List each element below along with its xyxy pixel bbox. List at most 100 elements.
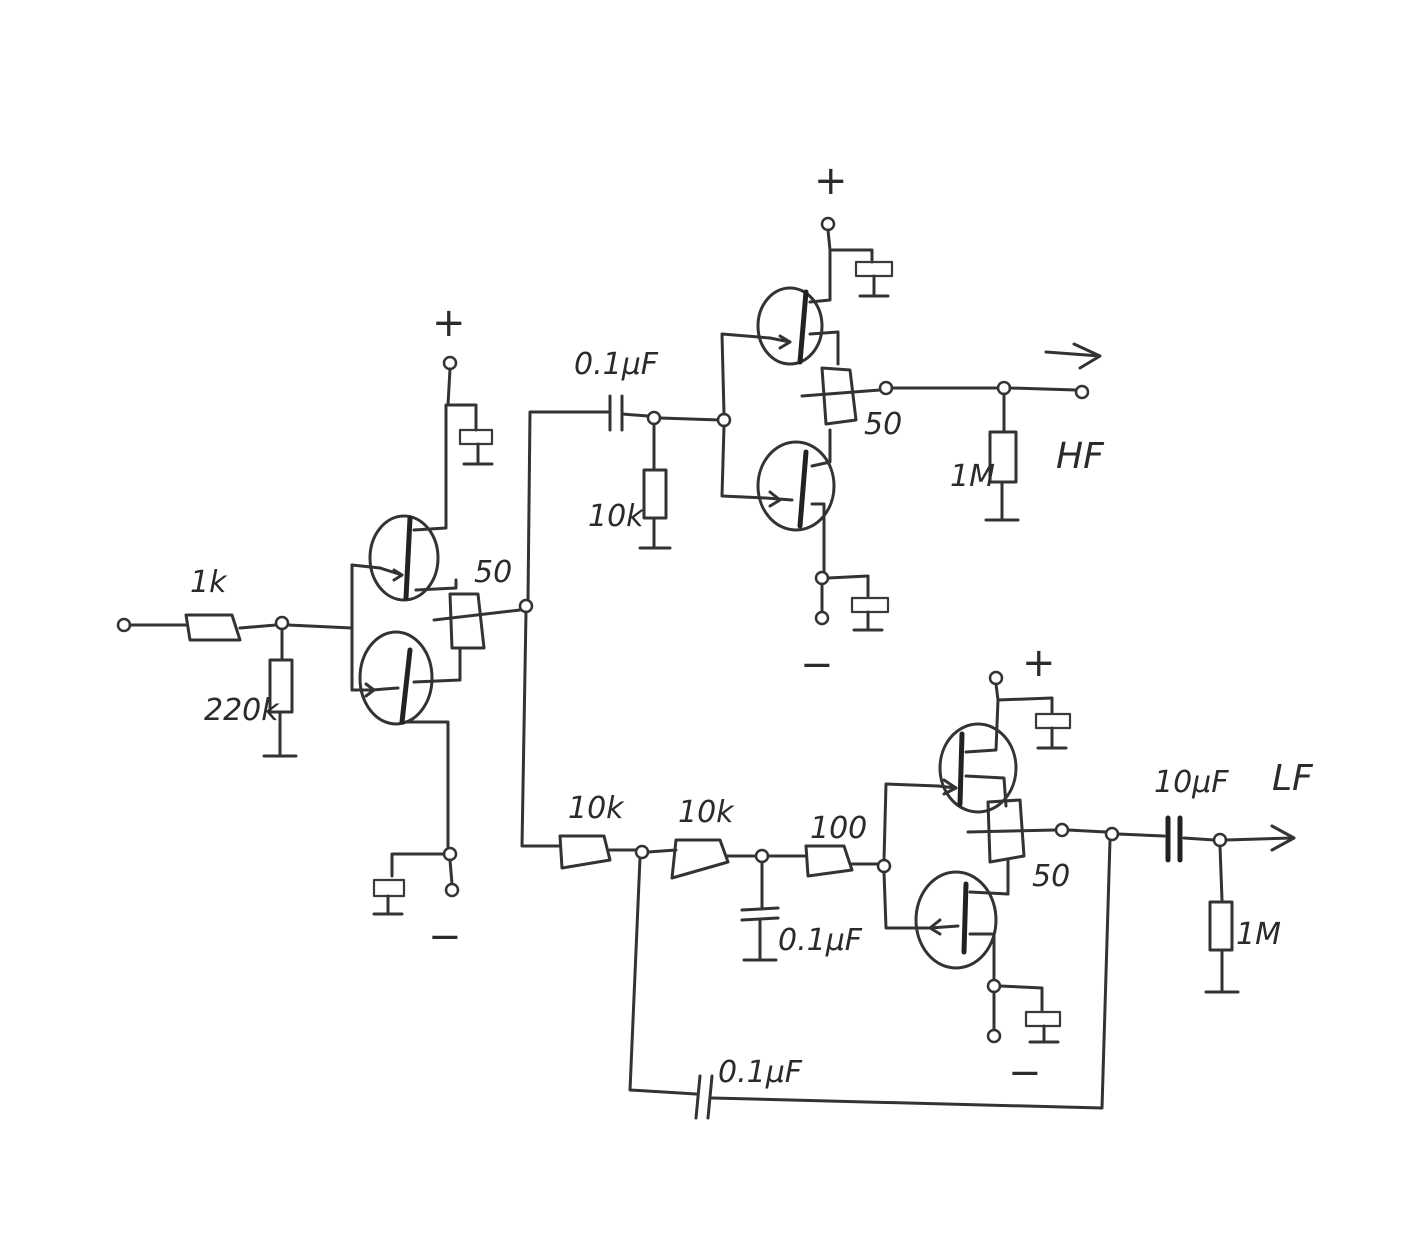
label-r-bias: 220k xyxy=(204,693,280,728)
transistor-plate xyxy=(961,881,969,955)
transistor-lower-hf xyxy=(756,440,836,532)
wire xyxy=(810,502,826,578)
wire xyxy=(446,367,452,407)
transistor-plate xyxy=(957,731,965,807)
supply-plus-label: + xyxy=(432,300,466,346)
junction-node xyxy=(754,848,770,864)
junction-node xyxy=(634,844,650,860)
transistor-plate xyxy=(797,289,809,365)
supply-plus-terminal-lf xyxy=(988,670,1004,686)
supply-minus-terminal xyxy=(444,882,460,898)
wire xyxy=(1008,386,1078,392)
wire xyxy=(448,858,454,886)
transistor-gate xyxy=(928,924,960,930)
resistor-10k-lp1 xyxy=(558,834,612,870)
junction-node xyxy=(274,615,290,631)
wire xyxy=(996,696,1054,714)
junction-node xyxy=(1212,832,1228,848)
wire xyxy=(646,848,678,854)
wire xyxy=(826,574,870,598)
label-r-emit-hf: 50 xyxy=(864,407,902,442)
resistor-50-hf xyxy=(820,366,858,426)
wire xyxy=(882,782,940,862)
transistor-upper-hf xyxy=(756,286,824,366)
arrow-icon xyxy=(942,778,958,796)
wire xyxy=(412,646,462,684)
wire xyxy=(1224,836,1294,842)
wire xyxy=(1218,844,1224,902)
supply-minus-terminal-lf xyxy=(986,1028,1002,1044)
decoupling-capacitor xyxy=(372,878,406,898)
label-r-lp2: 10k xyxy=(678,795,735,830)
junction-node xyxy=(1054,822,1070,838)
decoupling-capacitor xyxy=(1034,712,1072,730)
label-r-hf: 10k xyxy=(588,499,645,534)
wire xyxy=(882,870,932,930)
resistor-1k xyxy=(184,613,242,642)
wire xyxy=(826,228,832,252)
transistor-upper xyxy=(368,514,440,602)
wire xyxy=(800,388,882,398)
wire xyxy=(620,412,650,418)
label-c-hf: 0.1μF xyxy=(574,347,659,382)
wire-to-lf xyxy=(520,610,562,848)
input-terminal xyxy=(116,617,132,633)
supply-minus-terminal-hf xyxy=(814,610,830,626)
decoupling-capacitor xyxy=(1024,1010,1062,1028)
wire xyxy=(1182,836,1216,842)
wire xyxy=(404,720,450,856)
junction-node xyxy=(646,410,662,426)
hf-stage: 0.1μF 10k 50 + xyxy=(574,158,1105,688)
junction-node xyxy=(1104,826,1120,842)
output-arrow-icon xyxy=(1270,824,1296,852)
wire xyxy=(964,698,1000,754)
capacitor-plate xyxy=(740,906,780,912)
label-r-emit-input: 50 xyxy=(474,555,512,590)
resistor-10k-lp2 xyxy=(670,838,730,880)
supply-plus-label-hf: + xyxy=(814,158,848,204)
wire xyxy=(966,828,1058,834)
resistor-1m-lf xyxy=(1208,900,1234,952)
resistor-10k-hf xyxy=(642,468,668,520)
label-c-feedback: 0.1μF xyxy=(718,1055,803,1090)
wire xyxy=(432,608,522,622)
arrow-icon xyxy=(768,490,782,508)
supply-minus-label-hf: − xyxy=(800,642,834,688)
output-terminal-hf xyxy=(1074,384,1090,400)
label-r-lp1: 10k xyxy=(568,791,625,826)
arrow-icon xyxy=(392,568,404,582)
label-out-hf: HF xyxy=(1056,436,1105,477)
input-stage: + − 1k 220k 50 xyxy=(116,300,610,960)
wire xyxy=(810,428,832,468)
resistor-100 xyxy=(804,844,854,878)
split-node xyxy=(518,598,534,614)
wire xyxy=(994,682,1000,702)
junction-node xyxy=(986,978,1002,994)
wire xyxy=(446,403,478,432)
junction-node xyxy=(876,858,892,874)
junction-node xyxy=(442,846,458,862)
wire xyxy=(720,332,772,416)
transistor-gate xyxy=(370,686,400,692)
wire xyxy=(286,623,354,630)
resistor-50-input xyxy=(448,592,486,650)
capacitor-plate xyxy=(694,1074,702,1120)
capacitor-plate xyxy=(706,1074,714,1120)
transistor-plate xyxy=(797,449,809,529)
label-c-out-lf: 10μF xyxy=(1154,765,1229,800)
junction-node xyxy=(716,412,732,428)
wire xyxy=(968,858,1010,896)
label-r-out-lf: 1M xyxy=(1236,917,1281,952)
wire xyxy=(238,623,278,630)
wire xyxy=(964,774,1008,808)
wire xyxy=(720,424,768,500)
supply-minus-label: − xyxy=(428,914,462,960)
supply-plus-terminal-hf xyxy=(820,216,836,232)
arrow-icon xyxy=(778,334,792,350)
feedback-wire xyxy=(710,838,1112,1110)
wire xyxy=(414,578,458,592)
transistor-lower xyxy=(358,630,434,726)
arrow-icon xyxy=(364,682,376,698)
supply-plus-label-lf: + xyxy=(1022,640,1056,686)
wire xyxy=(1066,828,1108,834)
